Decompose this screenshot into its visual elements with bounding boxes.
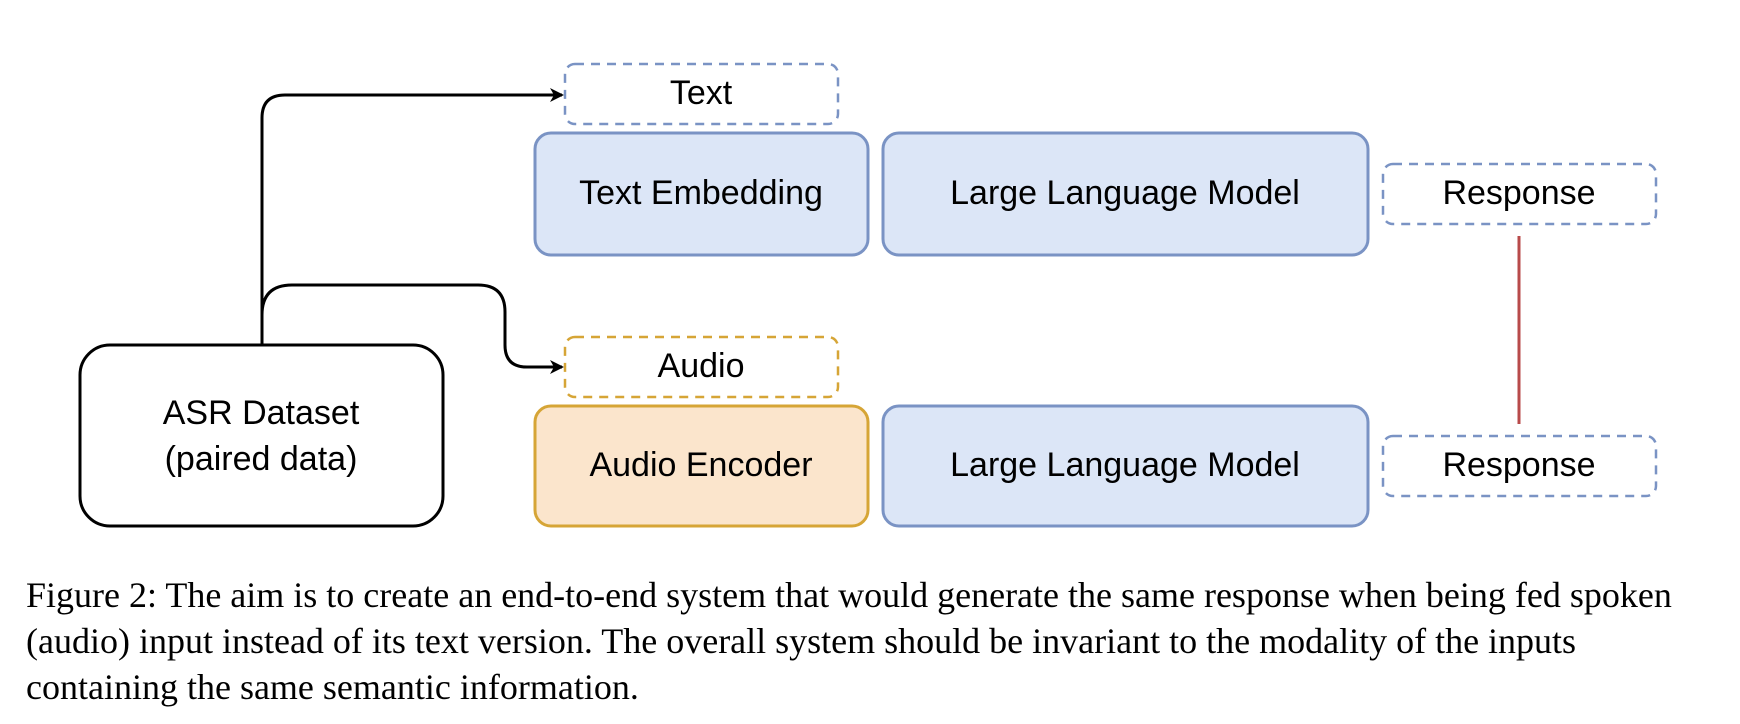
- llm-bottom-label: Large Language Model: [950, 446, 1300, 484]
- audio-input-box: Audio: [563, 335, 840, 399]
- audio-encoder-box: Audio Encoder: [533, 404, 870, 528]
- diagram: ASR Dataset (paired data) Text Audio Tex…: [78, 62, 1658, 528]
- audio-encoder-label: Audio Encoder: [589, 446, 812, 484]
- asr-dataset-sublabel: (paired data): [165, 440, 358, 478]
- llm-top-box: Large Language Model: [881, 131, 1370, 257]
- llm-top-label: Large Language Model: [950, 174, 1300, 212]
- asr-dataset-label: ASR Dataset: [163, 394, 360, 432]
- response-top-box: Response: [1381, 162, 1658, 226]
- response-bottom-box: Response: [1381, 434, 1658, 498]
- response-top-label: Response: [1442, 174, 1595, 212]
- text-embedding-box: Text Embedding: [533, 131, 870, 257]
- arrow-to-text: [260, 88, 564, 345]
- text-input-label: Text: [670, 74, 733, 112]
- text-input-box: Text: [563, 62, 840, 126]
- audio-input-label: Audio: [658, 347, 745, 385]
- llm-bottom-box: Large Language Model: [881, 404, 1370, 528]
- text-embedding-label: Text Embedding: [579, 174, 823, 212]
- figure-caption: Figure 2: The aim is to create an end-to…: [26, 575, 1672, 707]
- response-bottom-label: Response: [1442, 446, 1595, 484]
- arrow-to-audio: [260, 283, 564, 374]
- asr-dataset-box: ASR Dataset (paired data): [78, 343, 445, 528]
